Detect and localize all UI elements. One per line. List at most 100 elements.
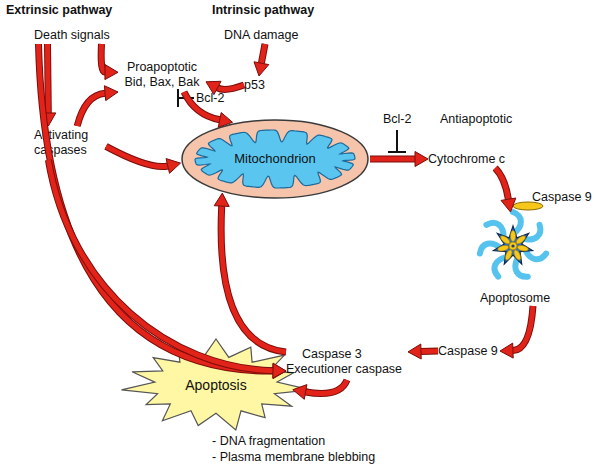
arrow-head — [501, 198, 516, 212]
pathway-heading: Intrinsic pathway — [212, 3, 314, 18]
arrow-outline — [106, 146, 168, 166]
apoptosome-petal — [497, 244, 509, 252]
outcome-note: - DNA fragmentation — [212, 434, 325, 449]
arrow-outline — [495, 168, 508, 199]
apoptosome-petal — [510, 231, 515, 242]
apoptosome-petal — [517, 244, 529, 252]
node-text: Mitochondrion — [180, 151, 370, 167]
connector-arrow — [370, 152, 428, 167]
enzyme-node: Caspase 9 — [438, 342, 500, 360]
arrow-outline — [306, 380, 347, 394]
inhibitor-label: Antiapoptotic — [440, 112, 512, 127]
node-text: Caspase 9 — [532, 190, 594, 205]
arrow-outline — [261, 44, 265, 63]
apoptosome-petal — [504, 249, 513, 261]
node-text: Executioner caspase — [286, 362, 408, 377]
signal-node: Death signals — [34, 26, 124, 44]
protein-node: p53 — [244, 76, 274, 94]
arrow-head — [214, 193, 229, 206]
arrow-outline — [39, 44, 274, 371]
apoptosome-illustration — [478, 212, 546, 280]
connector-arrow — [41, 44, 56, 126]
arrow-line — [370, 157, 415, 162]
arrow-head — [415, 152, 428, 167]
arrow-head — [166, 159, 180, 174]
apoptosome-arm — [486, 219, 508, 239]
arrow-outline — [44, 44, 52, 113]
node-text: p53 — [244, 78, 274, 93]
process-node: Activating caspases — [34, 126, 106, 160]
connector-arrow — [101, 44, 118, 80]
node-text: Caspase 3 — [286, 347, 408, 362]
arrow-line — [221, 206, 286, 352]
arrow-head — [218, 113, 232, 128]
arrow-head — [105, 65, 118, 80]
arrow-line — [306, 380, 347, 394]
organelle: Mitochondrion — [180, 118, 370, 200]
arrow-head — [206, 81, 221, 94]
inhibitor-line — [396, 130, 398, 152]
connector-arrow — [408, 344, 438, 359]
arrow-line — [39, 44, 274, 371]
outcome-note: - Plasma membrane blebbing — [212, 450, 375, 465]
node-text: Cytochrome c — [428, 152, 512, 167]
inhibitor-line — [388, 151, 406, 153]
arrow-line — [421, 349, 438, 355]
connector-arrow — [48, 160, 286, 378]
arrow-head — [293, 385, 307, 400]
arrow-line — [184, 92, 220, 120]
arrow-line — [45, 44, 51, 113]
node-text: Proapoptotic Bid, Bax, Bak — [118, 60, 206, 90]
apoptosome-center — [511, 244, 514, 247]
node-text: DNA damage — [224, 28, 306, 43]
arrow-outline — [421, 348, 438, 356]
complex-node: Apoptosome — [470, 212, 560, 306]
apoptosome-center — [509, 242, 517, 250]
arrow-line — [48, 160, 273, 371]
arrow-outline — [184, 92, 220, 120]
connector-arrow — [254, 44, 269, 76]
arrow-line — [106, 146, 168, 166]
arrow-line — [495, 168, 508, 199]
arrow-outline — [48, 160, 273, 371]
enzyme-node: Caspase 3Executioner caspase — [286, 344, 408, 380]
arrow-head — [104, 86, 118, 101]
arrow-outline — [77, 93, 105, 126]
arrow-line — [101, 44, 105, 72]
inhibitor-line — [177, 89, 179, 107]
arrow-outline — [101, 44, 105, 72]
connector-arrow — [39, 44, 287, 379]
arrow-line — [513, 306, 533, 351]
arrow-head — [41, 113, 56, 126]
arrow-head — [273, 364, 286, 379]
connector-arrow — [77, 86, 118, 126]
outcome-burst: Apoptosis — [120, 338, 312, 432]
connector-arrow — [184, 92, 233, 127]
arrow-head — [273, 363, 286, 378]
signal-node: DNA damage — [224, 26, 306, 44]
arrow-outline — [221, 206, 286, 352]
node-text: Activating caspases — [34, 128, 106, 158]
arrow-head — [254, 62, 269, 76]
enzyme-node: Caspase 9 — [532, 188, 594, 206]
node-text: Death signals — [34, 28, 124, 43]
molecule-node: Cytochrome c — [428, 150, 512, 168]
protein-group: Proapoptotic Bid, Bax, Bak — [118, 58, 206, 92]
apoptosome-petal — [513, 249, 522, 261]
arrow-line — [77, 93, 105, 126]
connector-arrow — [500, 306, 533, 358]
arrow-line — [218, 85, 245, 89]
arrow-line — [261, 44, 265, 63]
node-text: Apoptosome — [470, 291, 560, 306]
arrow-outline — [513, 306, 533, 351]
inhibitor-bar — [178, 89, 194, 107]
connector-arrow — [495, 168, 516, 212]
connector-arrow — [106, 146, 181, 173]
inhibitor-line — [178, 97, 194, 99]
node-text: Caspase 9 — [438, 344, 500, 359]
apoptosome-core — [494, 226, 533, 264]
connector-arrow — [206, 81, 244, 94]
